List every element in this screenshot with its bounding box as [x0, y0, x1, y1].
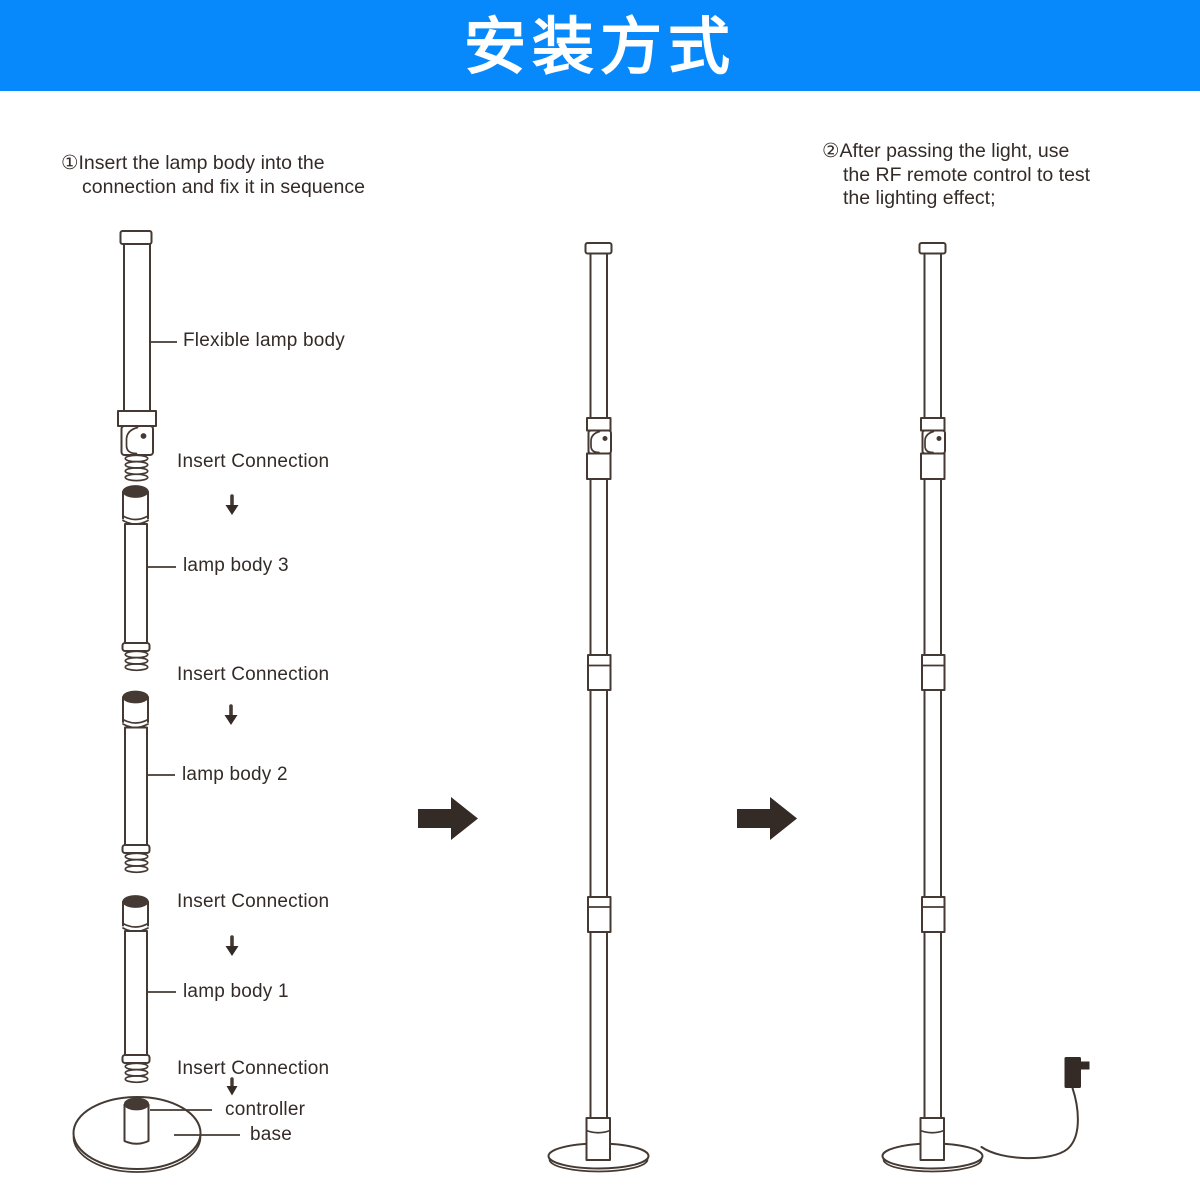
- right-arrow-2: [737, 797, 797, 840]
- flexible-lamp-body-part: [117, 230, 157, 482]
- label-insert-connection-2: Insert Connection: [177, 664, 330, 685]
- power-cord: [980, 1087, 1079, 1160]
- step2-line3: the lighting effect;: [843, 187, 996, 209]
- step2-instruction: ②After passing the light, use the RF rem…: [822, 140, 1090, 211]
- step1-instruction: ①Insert the lamp body into the connectio…: [61, 152, 365, 199]
- label-insert-connection-3: Insert Connection: [177, 891, 330, 912]
- step2-line2: the RF remote control to test: [843, 163, 1091, 186]
- label-flexible-lamp-body: Flexible lamp body: [183, 330, 346, 351]
- label-lamp-body-2: lamp body 2: [182, 764, 288, 785]
- power-adapter: [1064, 1057, 1090, 1088]
- label-base: base: [250, 1124, 293, 1145]
- label-lamp-body-3: lamp body 3: [183, 555, 289, 576]
- down-arrow-4: [226, 1077, 238, 1096]
- down-arrow-1: [225, 494, 239, 515]
- base-part: [72, 1096, 202, 1173]
- lamp-body-2-part: [121, 690, 151, 874]
- page-title: 安装方式: [463, 10, 736, 83]
- step1-line1: ①Insert the lamp body into the: [61, 152, 325, 174]
- label-insert-connection-1: Insert Connection: [177, 451, 330, 472]
- lamp-body-3-part: [121, 485, 151, 672]
- assembled-lamp: [547, 242, 650, 1173]
- down-arrow-2: [224, 704, 238, 725]
- label-insert-connection-4: Insert Connection: [177, 1058, 330, 1079]
- exploded-lamp-diagram: [72, 230, 240, 1173]
- label-controller: controller: [225, 1099, 306, 1120]
- down-arrow-3: [225, 935, 239, 956]
- assembled-lamp-with-adapter: [881, 242, 1090, 1173]
- step1-line2: connection and fix it in sequence: [82, 175, 365, 198]
- header-banner: 安装方式: [0, 0, 1200, 91]
- step2-line1: ②After passing the light, use: [822, 140, 1070, 162]
- label-lamp-body-1: lamp body 1: [183, 981, 289, 1002]
- right-arrow-1: [418, 797, 478, 840]
- lamp-body-1-part: [121, 895, 151, 1084]
